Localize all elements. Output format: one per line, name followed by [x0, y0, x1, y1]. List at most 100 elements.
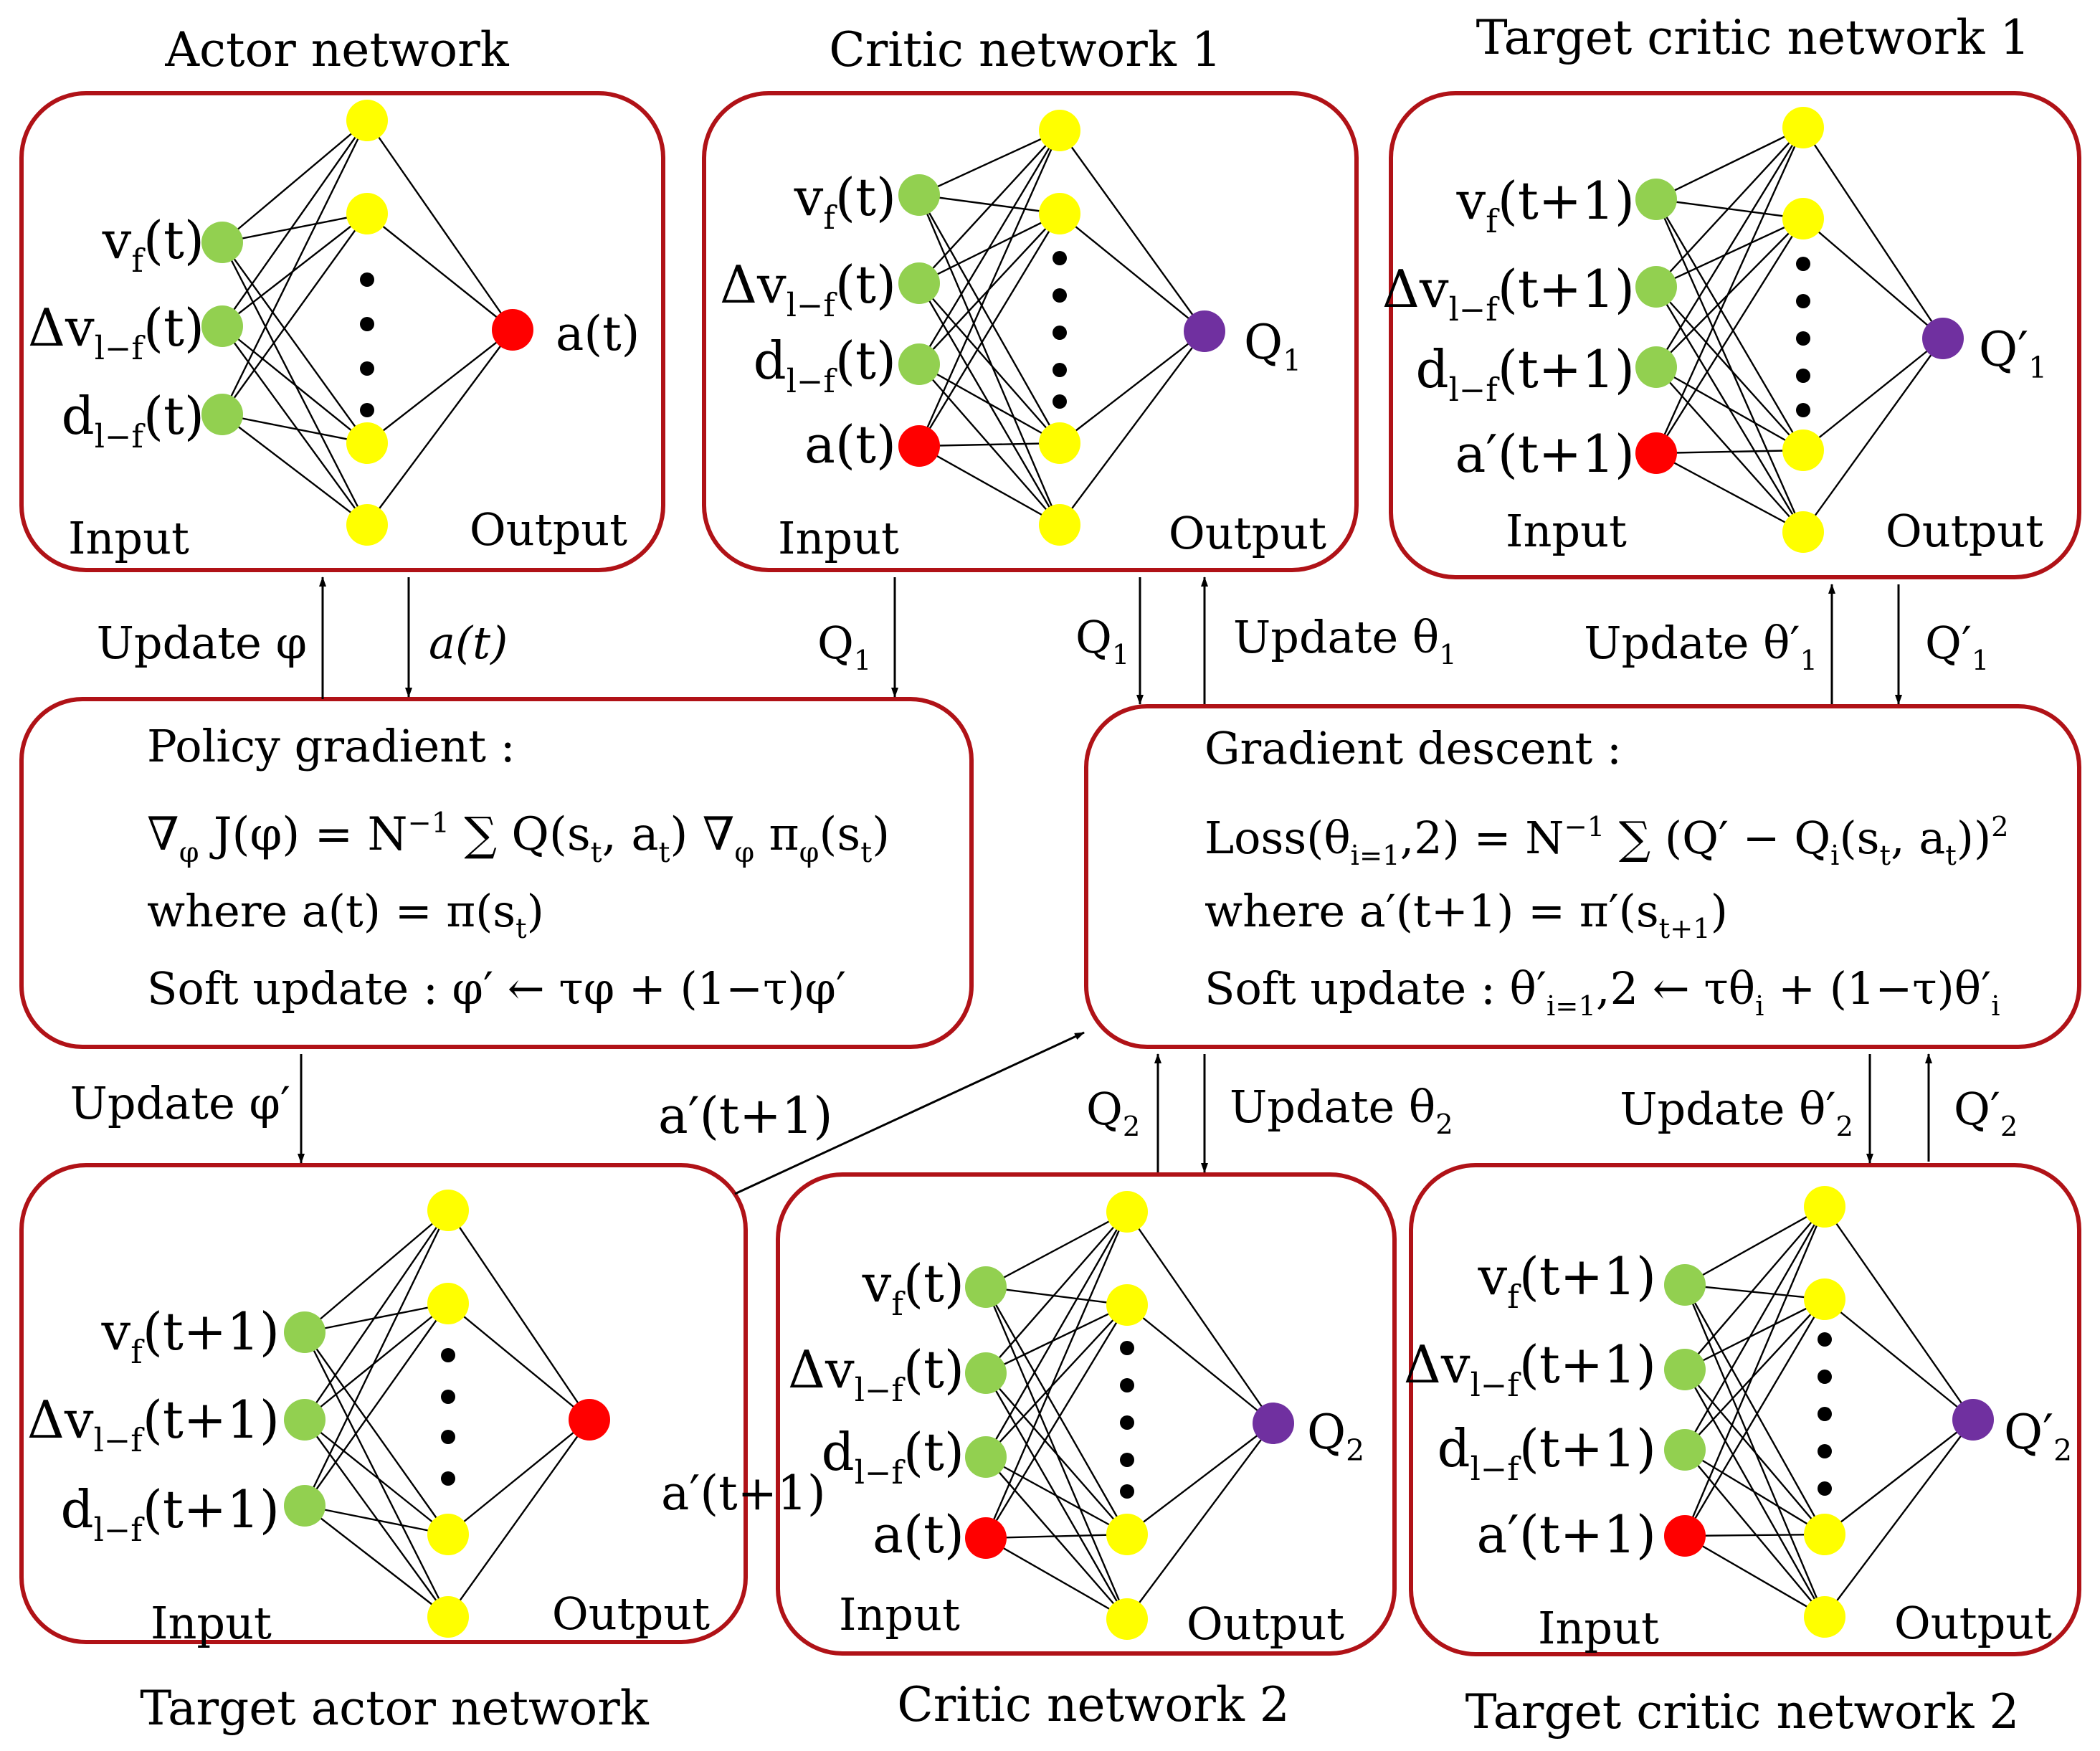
network-critic1-input-label: vf(t) [794, 167, 896, 237]
network-actor-hidden-node [346, 100, 388, 141]
network-target_critic2-ellipsis-dot [1818, 1481, 1832, 1496]
network-target_critic2-input-node [1664, 1429, 1706, 1471]
network-target_actor-hidden-node [427, 1190, 469, 1231]
network-target_actor-edge-in-hidden [304, 1505, 449, 1618]
network-actor-edge-in-hidden [222, 326, 368, 444]
network-critic2-edge-in-hidden [985, 1537, 1128, 1620]
network-critic2-hidden-node [1106, 1514, 1148, 1555]
network-target_critic1-input-label: vf(t+1) [1456, 171, 1635, 240]
network-actor-ellipsis-dot [360, 272, 374, 287]
label-a-prime: a′(t+1) [658, 1086, 833, 1145]
network-critic2-edge-in-hidden [984, 1211, 1129, 1458]
network-target_actor-edge-hidden-out [447, 1210, 590, 1420]
network-target_actor-input-label: dl−f(t+1) [60, 1479, 280, 1549]
network-target_actor-output-caption: Output [552, 1588, 710, 1640]
label-update-theta1-prime: Update θ′1 [1584, 617, 1818, 677]
network-target_actor-edge-in-hidden [303, 1332, 450, 1618]
network-target_critic1-edge-in-hidden [1655, 199, 1805, 533]
network-target_critic1-input-node [1635, 266, 1677, 308]
network-critic2-edge-in-hidden [984, 1304, 1129, 1539]
network-target_critic1-edge-in-hidden [1655, 127, 1805, 454]
network-target_critic2-input-label: Δvl−f(t+1) [1404, 1334, 1656, 1404]
network-target_critic2-edge-in-hidden [1684, 1298, 1825, 1371]
network-target_actor-input-node [284, 1485, 326, 1527]
network-critic1-box [702, 91, 1359, 572]
network-target_critic2-input-node [1664, 1349, 1706, 1390]
network-actor-output-node [492, 309, 533, 351]
arrow-a-prime [734, 1031, 1085, 1195]
network-target_critic1-edge-in-hidden [1655, 447, 1804, 455]
network-target_critic1-edge-hidden-out [1802, 338, 1944, 451]
network-actor-output-label: a(t) [556, 306, 640, 361]
network-target_critic2-edge-hidden-out [1824, 1299, 1974, 1420]
network-critic1-output-label: Q1 [1244, 315, 1301, 378]
network-critic2-edge-in-hidden [985, 1211, 1128, 1374]
network-target_critic2-hidden-node [1804, 1596, 1845, 1638]
network-target_actor-input-caption: Input [151, 1597, 272, 1649]
network-critic2-edge-hidden-out [1126, 1211, 1274, 1424]
network-actor-edge-hidden-out [366, 120, 513, 331]
network-target_critic2-input-label: a′(t+1) [1476, 1504, 1656, 1565]
network-critic1-ellipsis-dot [1053, 363, 1067, 377]
network-target_critic1-input-label: dl−f(t+1) [1415, 339, 1635, 409]
network-actor-box [19, 91, 665, 572]
network-critic2-edge-in-hidden [985, 1531, 1128, 1539]
network-critic1-edge-in-hidden [918, 130, 1061, 365]
network-critic1-edge-in-hidden [918, 130, 1060, 284]
network-target_critic1-output-caption: Output [1886, 505, 2043, 557]
label-update-theta2-prime: Update θ′2 [1620, 1083, 1853, 1143]
network-target_actor-edge-in-hidden [304, 1210, 449, 1420]
network-target_critic2-box [1409, 1163, 2081, 1656]
network-actor-edge-in-hidden [222, 120, 368, 243]
network-target_actor-edge-in-hidden [304, 1301, 449, 1334]
network-target_critic1-edge-in-hidden [1655, 218, 1804, 368]
network-critic1-edge-in-hidden [918, 363, 1060, 445]
policy-gradient-box [19, 697, 974, 1049]
network-actor-edge-hidden-out [366, 329, 513, 444]
network-critic2-edge-in-hidden [985, 1456, 1128, 1536]
network-target_actor-edge-hidden-out [447, 1419, 590, 1535]
network-actor-edge-in-hidden [222, 326, 368, 526]
network-critic1-edge-in-hidden [918, 194, 1061, 444]
policy-gradient-soft-update: Soft update : φ′ ← τφ + (1−τ)φ′ [147, 962, 846, 1015]
network-target_critic2-input-caption: Input [1538, 1602, 1659, 1654]
network-target_critic1-edge-in-hidden [1655, 127, 1804, 288]
network-critic2-title: Critic network 2 [897, 1677, 1290, 1732]
network-target_critic1-hidden-node [1782, 430, 1824, 471]
network-target_critic1-ellipsis-dot [1796, 403, 1810, 417]
network-critic1-hidden-node [1039, 504, 1080, 546]
network-critic2-input-node [965, 1266, 1007, 1308]
network-target_actor-input-label: vf(t+1) [101, 1301, 280, 1371]
network-target_actor-edge-in-hidden [304, 1419, 449, 1535]
network-target_critic1-input-node [1635, 432, 1677, 474]
network-target_actor-input-label: Δvl−f(t+1) [27, 1390, 280, 1459]
network-critic2-ellipsis-dot [1120, 1378, 1134, 1392]
network-critic2-edge-hidden-out [1126, 1423, 1274, 1535]
network-critic2-hidden-node [1106, 1598, 1148, 1640]
network-target_critic2-input-node [1664, 1264, 1706, 1306]
network-target_actor-edge-in-hidden [304, 1332, 449, 1535]
network-critic1-edge-in-hidden [918, 194, 1060, 217]
network-target_critic1-ellipsis-dot [1796, 369, 1810, 383]
network-target_critic2-edge-in-hidden [1684, 1205, 1825, 1286]
network-actor-edge-in-hidden [222, 413, 368, 445]
network-critic2-input-label: dl−f(t) [822, 1422, 964, 1491]
network-target_critic2-edge-in-hidden [1684, 1299, 1825, 1451]
network-target_critic1-ellipsis-dot [1796, 331, 1810, 346]
network-target_critic1-output-label: Q′1 [1979, 322, 2047, 385]
network-target_critic1-title: Target critic network 1 [1476, 10, 2030, 65]
network-critic2-edge-in-hidden [985, 1372, 1128, 1535]
network-target_critic2-ellipsis-dot [1818, 1332, 1832, 1347]
network-actor-output-caption: Output [470, 503, 627, 556]
network-target_critic2-edge-hidden-out [1824, 1206, 1974, 1420]
label-q1-to-policy: Q1 [817, 617, 871, 677]
network-actor-input-node [201, 394, 243, 435]
gradient-descent-box [1084, 704, 2081, 1049]
network-critic1-ellipsis-dot [1053, 251, 1067, 265]
network-critic1-input-node [898, 174, 940, 216]
network-critic1-edge-in-hidden [918, 440, 1060, 447]
network-target_critic2-hidden-node [1804, 1186, 1845, 1228]
network-critic1-edge-in-hidden [918, 445, 1060, 526]
network-target_actor-hidden-node [427, 1514, 469, 1555]
